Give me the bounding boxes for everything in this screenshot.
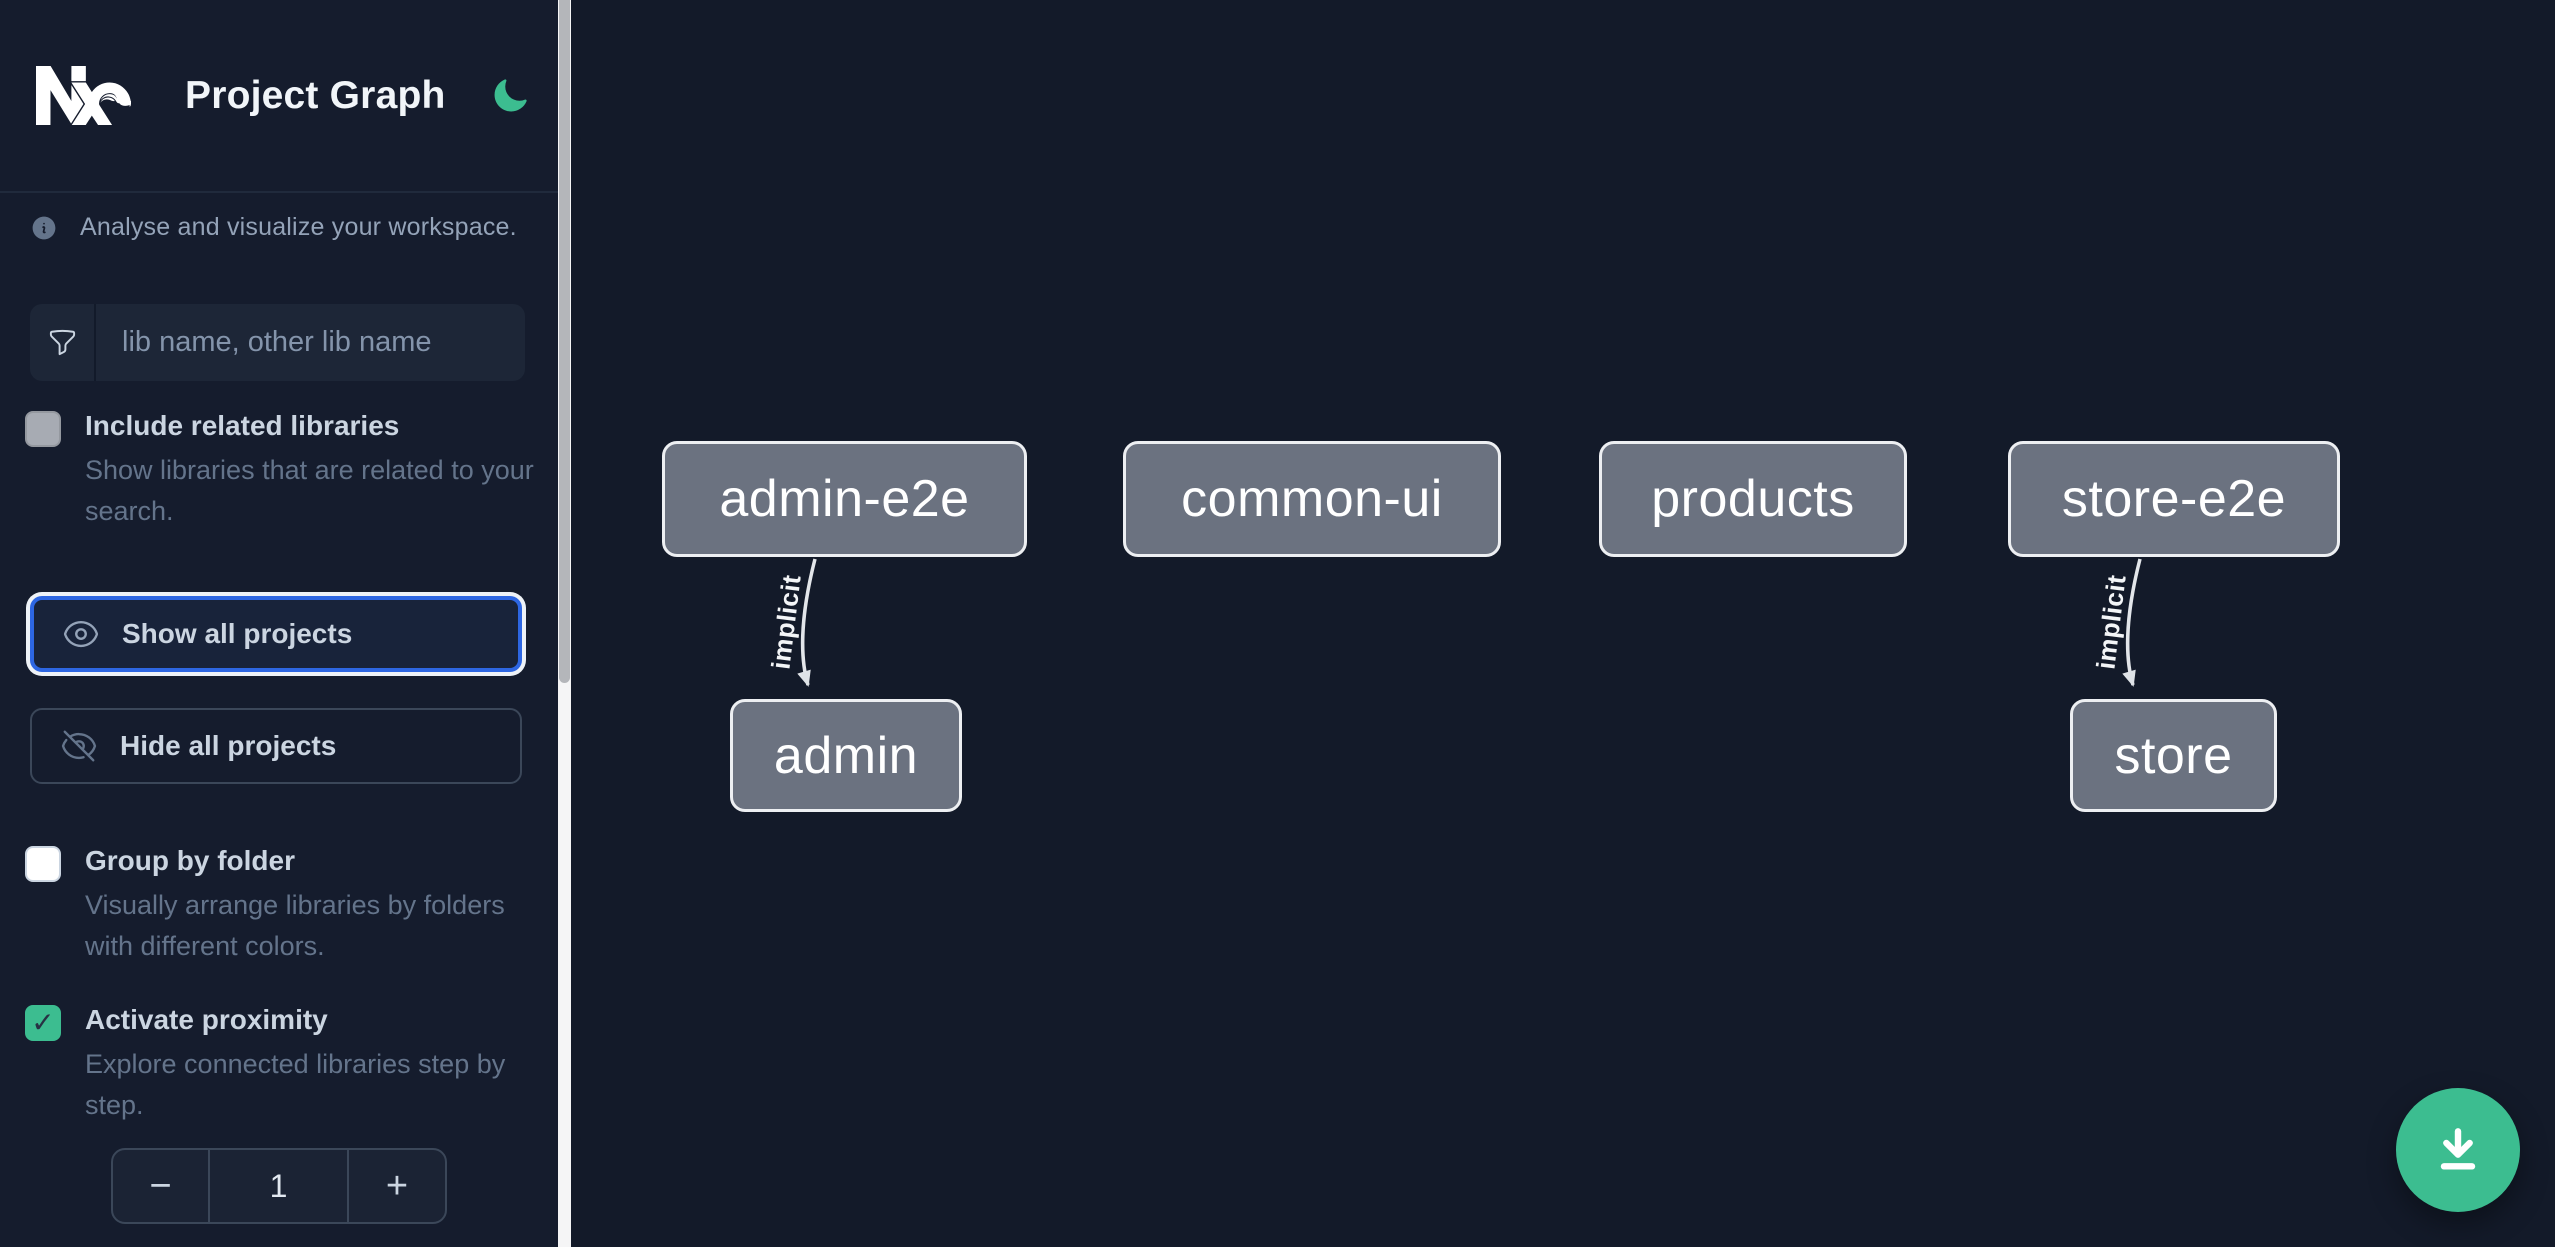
hide-all-projects-button[interactable]: Hide all projects — [30, 708, 522, 784]
filter-icon-cell — [30, 304, 96, 381]
hide-all-projects-label: Hide all projects — [120, 730, 337, 761]
option-description: Explore connected libraries step by step… — [85, 1049, 506, 1120]
page-title: Project Graph — [185, 73, 446, 117]
download-icon — [2440, 1128, 2476, 1170]
moon-icon — [494, 78, 527, 111]
edge-label-store-e2e-store: implicit — [2090, 573, 2131, 671]
tagline-row: Analyse and visualize your workspace. — [30, 213, 525, 242]
search-input[interactable] — [96, 304, 525, 381]
graph-node-store-e2e[interactable]: store-e2e — [2008, 441, 2340, 557]
include-related-libraries-checkbox[interactable] — [25, 411, 61, 447]
graph-edge-store-e2e-store[interactable] — [2122, 558, 2142, 687]
option-activate-proximity: Activate proximity Explore connected lib… — [25, 1001, 533, 1126]
show-all-projects-button[interactable]: Show all projects — [30, 596, 522, 672]
eye-icon — [63, 620, 99, 648]
option-include-related-libraries: Include related libraries Show libraries… — [25, 407, 534, 532]
stepper-value: 1 — [269, 1167, 288, 1204]
group-by-folder-checkbox[interactable] — [25, 846, 61, 882]
edge-label-admin-e2e-admin: implicit — [765, 573, 806, 671]
option-description: Visually arrange libraries by folders wi… — [85, 890, 505, 961]
option-label: Activate proximity — [85, 1004, 328, 1035]
option-label: Group by folder — [85, 845, 295, 876]
sidebar-header: Project Graph — [0, 0, 558, 193]
proximity-stepper: − 1 + — [111, 1148, 447, 1224]
graph-node-admin-e2e[interactable]: admin-e2e — [662, 441, 1027, 557]
info-icon — [32, 216, 56, 239]
graph-edge-admin-e2e-admin[interactable] — [797, 558, 817, 687]
funnel-icon — [49, 329, 75, 356]
theme-toggle-button[interactable] — [488, 74, 532, 118]
scrollbar-thumb[interactable] — [559, 0, 570, 683]
eye-slash-icon — [61, 730, 97, 762]
sidebar: Project Graph Analyse and visualize your… — [0, 0, 558, 1247]
graph-node-common-ui[interactable]: common-ui — [1123, 441, 1501, 557]
decrement-button[interactable]: − — [113, 1150, 210, 1222]
increment-button[interactable]: + — [347, 1150, 445, 1222]
show-all-projects-label: Show all projects — [122, 618, 353, 649]
sidebar-scrollbar[interactable] — [558, 0, 571, 1247]
graph-node-products[interactable]: products — [1599, 441, 1907, 557]
option-description: Show libraries that are related to your … — [85, 455, 534, 526]
search-box — [30, 304, 525, 381]
option-label: Include related libraries — [85, 410, 400, 441]
tagline-text: Analyse and visualize your workspace. — [80, 213, 517, 241]
graph-node-store[interactable]: store — [2070, 699, 2277, 812]
activate-proximity-checkbox[interactable] — [25, 1005, 61, 1041]
nx-logo-icon — [36, 65, 131, 126]
option-group-by-folder: Group by folder Visually arrange librari… — [25, 842, 533, 967]
download-graph-button[interactable] — [2396, 1088, 2520, 1212]
graph-edges-svg: implicit implicit — [765, 558, 2142, 687]
graph-node-admin[interactable]: admin — [730, 699, 962, 812]
graph-canvas[interactable]: implicit implicit admin-e2e common-ui produ… — [571, 0, 2555, 1247]
